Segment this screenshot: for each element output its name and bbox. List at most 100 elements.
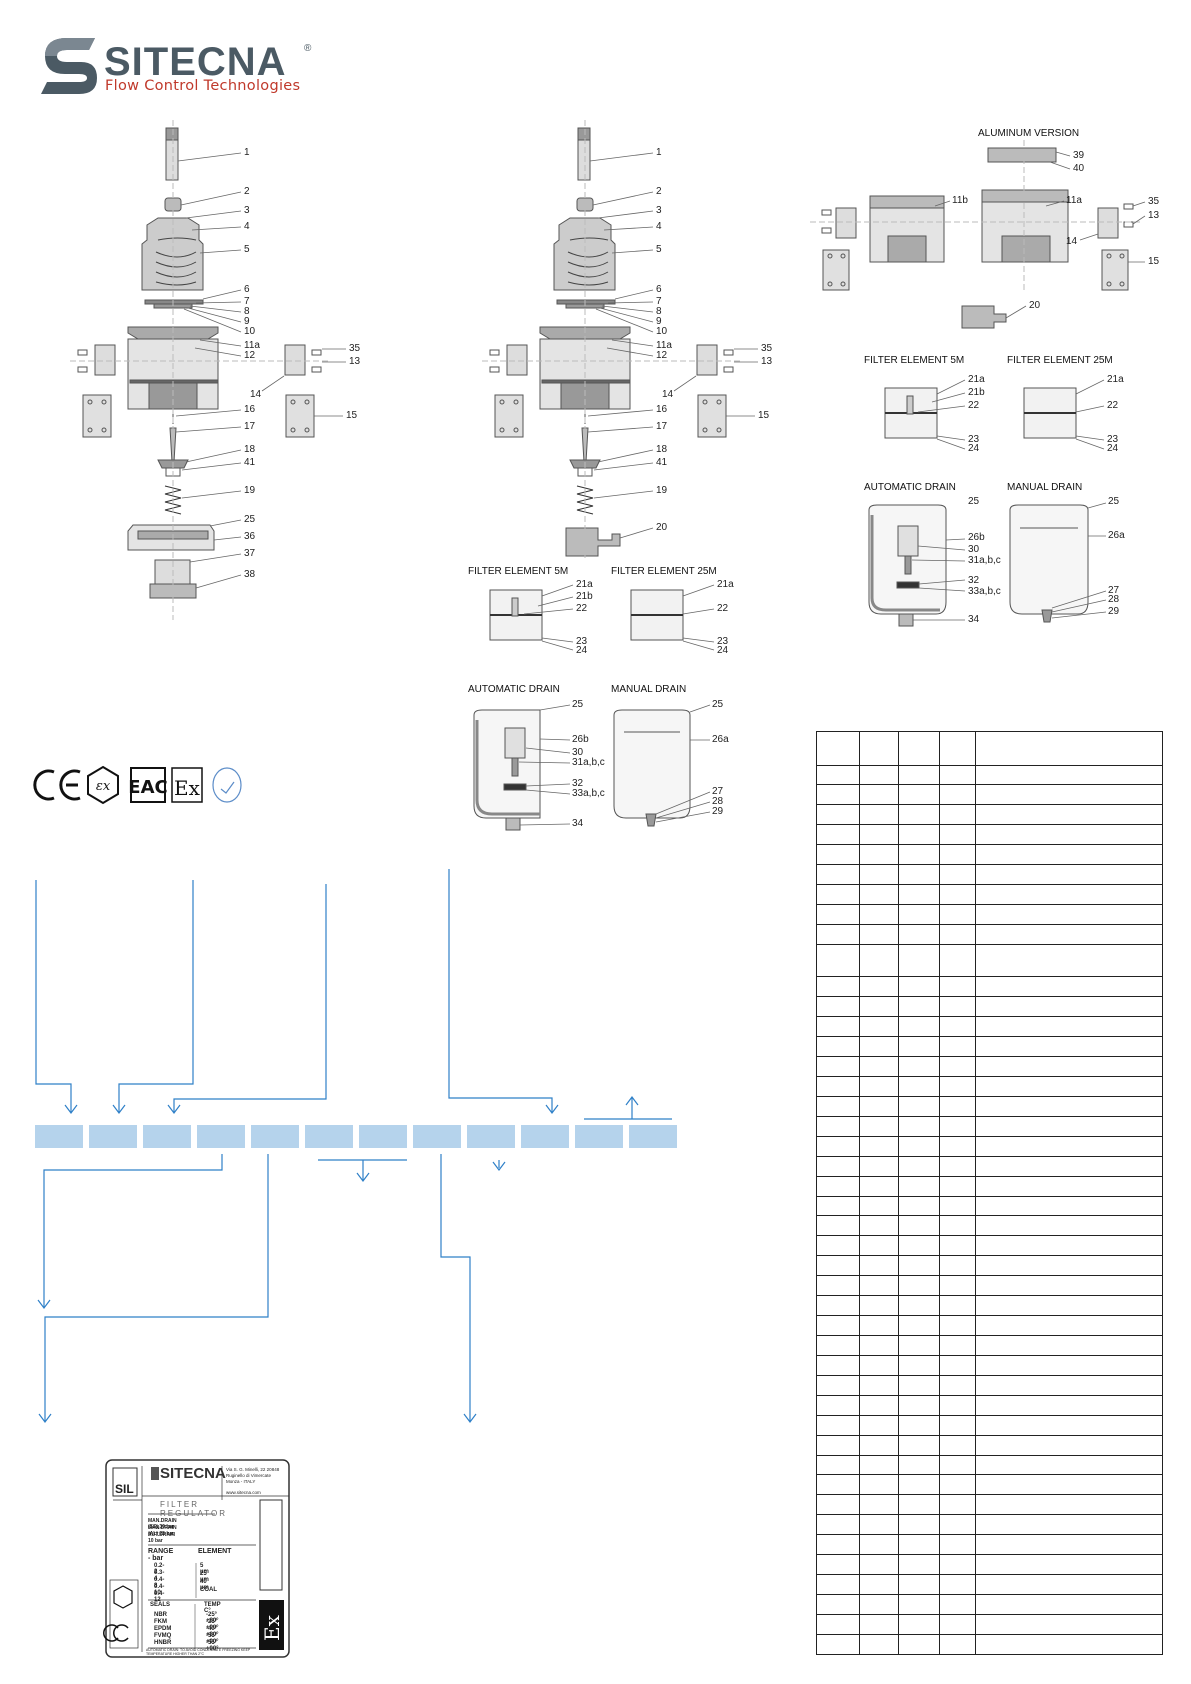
logo-s-icon [41,38,97,94]
callout: 4 [656,221,662,232]
parts-table-row [815,1554,1163,1576]
parts-table-row [815,943,1163,978]
callout: 23 [1107,434,1119,445]
callout: 9 [244,316,250,327]
code-box [359,1125,407,1148]
nameplate-seals-label: SEALS [150,1602,171,1608]
parts-table-cell [897,784,940,806]
parts-table-cell [938,844,977,866]
callout: 1 [656,147,662,158]
parts-table-cell [815,1036,861,1058]
callout: 28 [712,796,724,807]
parts-table-cell [859,1275,899,1297]
callout: 33a,b,c [968,586,1001,597]
parts-table-cell [938,1275,977,1297]
parts-table-cell [859,824,899,846]
callout: 5 [656,244,662,255]
parts-table-cell [815,1115,861,1137]
manual-drain-title: MANUAL DRAIN [1007,482,1083,493]
callout: 15 [758,410,770,421]
code-box [197,1125,245,1148]
nameplate-range: 0.4-12 [154,1591,165,1603]
callout: 24 [576,645,588,656]
parts-table-cell [859,1235,899,1257]
callout: 33a,b,c [572,788,605,799]
nameplate-seal: HNBR [154,1640,172,1646]
svg-text:EAC: EAC [128,777,167,798]
parts-table-cell [938,731,977,766]
parts-table-cell [815,804,861,826]
parts-table-cell [859,1434,899,1456]
parts-table-cell [938,996,977,1018]
callout: 24 [1107,443,1119,454]
parts-table-cell [815,864,861,886]
parts-table-cell [897,1593,940,1615]
parts-table-row [815,923,1163,945]
parts-table-row [815,1175,1163,1197]
parts-table-row [815,1215,1163,1237]
parts-table-cell [938,1514,977,1536]
parts-table-cell [975,1554,1163,1576]
parts-table-cell [859,1195,899,1217]
nameplate-temp: -25° +90° [206,1619,219,1631]
parts-table-cell [938,1613,977,1635]
parts-table-row [815,1155,1163,1177]
parts-table-cell [897,1574,940,1595]
parts-table-cell [897,844,940,866]
parts-table-cell [975,824,1163,846]
parts-table-cell [938,1534,977,1556]
callout: 26b [968,532,985,543]
nameplate-temp: -40° +80° [206,1626,219,1638]
nameplate-temp: -25° +80° [206,1612,219,1624]
callout: 30 [572,747,584,758]
nameplate-product: FILTER REGULATOR [160,1500,228,1518]
parts-table-cell [859,976,899,998]
code-box [89,1125,137,1148]
parts-table-cell [859,943,899,978]
parts-table-row [815,1514,1163,1536]
parts-table-cell [815,1135,861,1157]
callout: 15 [346,410,358,421]
callout: 35 [1148,196,1160,207]
parts-table-cell [815,844,861,866]
parts-table-cell [975,1374,1163,1396]
parts-table-row [815,1016,1163,1038]
parts-table-cell [859,1454,899,1476]
parts-table-cell [975,1434,1163,1456]
nameplate-drain: AUT.DRAIN 10 bar [148,1532,175,1544]
parts-table-cell [975,1613,1163,1635]
parts-table-cell [975,1255,1163,1277]
parts-table-cell [897,1315,940,1336]
parts-table-cell [859,1334,899,1356]
parts-table-cell [815,1454,861,1476]
ordering-code-connectors [35,869,672,1423]
parts-table-row [815,864,1163,886]
parts-table-cell [975,1295,1163,1317]
nameplate-range-label: RANGE - bar [148,1548,174,1562]
code-box [251,1125,299,1148]
parts-table-cell [815,1593,861,1615]
parts-table-cell [897,1474,940,1496]
parts-table-row [815,804,1163,826]
callout: 25 [1108,496,1120,507]
parts-table-row [815,1613,1163,1635]
nameplate-seal: EPDM [154,1626,172,1632]
parts-table-cell [975,1195,1163,1217]
parts-table-cell [815,923,861,945]
callout: 22 [717,603,729,614]
parts-table-cell [815,1414,861,1436]
callout: 11b [952,195,968,206]
parts-table-cell [815,1434,861,1456]
callout: 20 [1029,300,1041,311]
nameplate-range: 0.2-2 [154,1563,165,1575]
parts-table-cell [897,1235,940,1257]
parts-table-cell [897,943,940,978]
parts-table-cell [859,1554,899,1576]
brand-name: SITECNA [104,40,287,84]
nameplate-address: Via S. G. Minelli, 22 20848 Ruginello di… [226,1467,280,1484]
parts-table-cell [815,1016,861,1038]
callout: 17 [656,421,668,432]
parts-table-row [815,1434,1163,1456]
nameplate-temp: -55° +90° [206,1633,219,1645]
parts-table-cell [815,1315,861,1336]
